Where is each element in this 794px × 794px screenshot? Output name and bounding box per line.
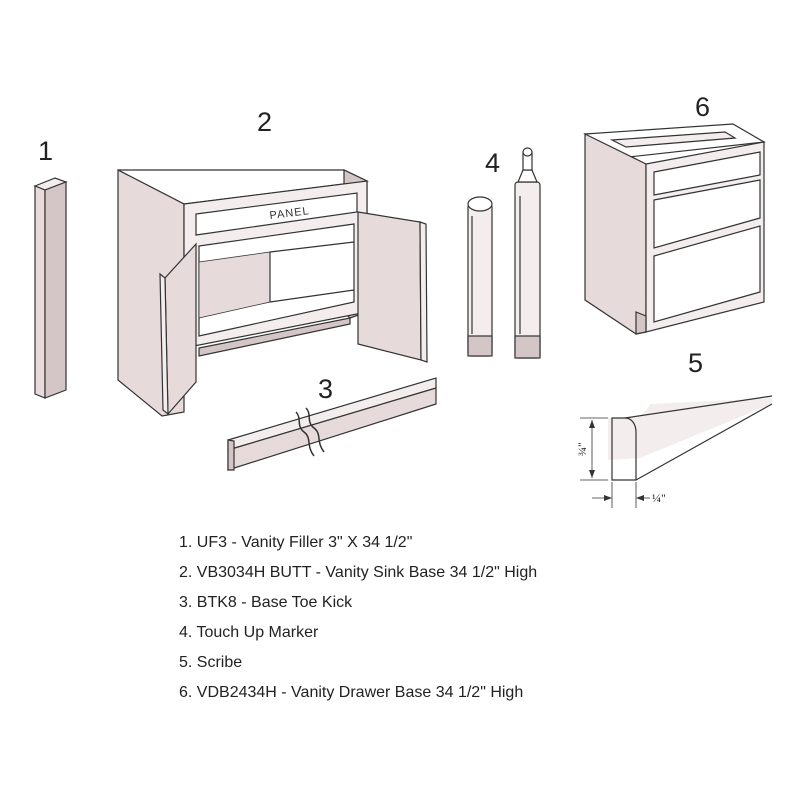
- parts-legend: 1. UF3 - Vanity Filler 3" X 34 1/2" 2. V…: [179, 528, 537, 708]
- callout-5: 5: [688, 348, 703, 378]
- filler-strip-illustration: [33, 177, 68, 399]
- callout-6: 6: [695, 92, 710, 122]
- drawer-base-illustration: [583, 123, 766, 335]
- scribe-height-dimension: ¾": [575, 442, 589, 456]
- callout-4: 4: [485, 148, 500, 178]
- callout-2: 2: [257, 107, 272, 137]
- scribe-width-dimension: ¼": [652, 491, 666, 505]
- touch-up-marker-illustration: [467, 147, 541, 359]
- callout-3: 3: [318, 374, 333, 404]
- legend-item-base-toe-kick: 3. BTK8 - Base Toe Kick: [179, 594, 353, 611]
- legend-item-touch-up-marker: 4. Touch Up Marker: [179, 624, 319, 641]
- panel-label: PANEL: [269, 205, 310, 222]
- legend-item-scribe: 5. Scribe: [179, 654, 243, 671]
- legend-item-vanity-filler: 1. UF3 - Vanity Filler 3" X 34 1/2": [179, 534, 413, 551]
- callout-1: 1: [38, 136, 53, 166]
- legend-item-vanity-sink-base: 2. VB3034H BUTT - Vanity Sink Base 34 1/…: [179, 564, 538, 581]
- legend-item-vanity-drawer-base: 6. VDB2434H - Vanity Drawer Base 34 1/2"…: [179, 684, 524, 701]
- scribe-illustration: [580, 395, 773, 508]
- toe-kick-illustration: [227, 377, 437, 471]
- sink-base-illustration: PANEL: [117, 169, 428, 417]
